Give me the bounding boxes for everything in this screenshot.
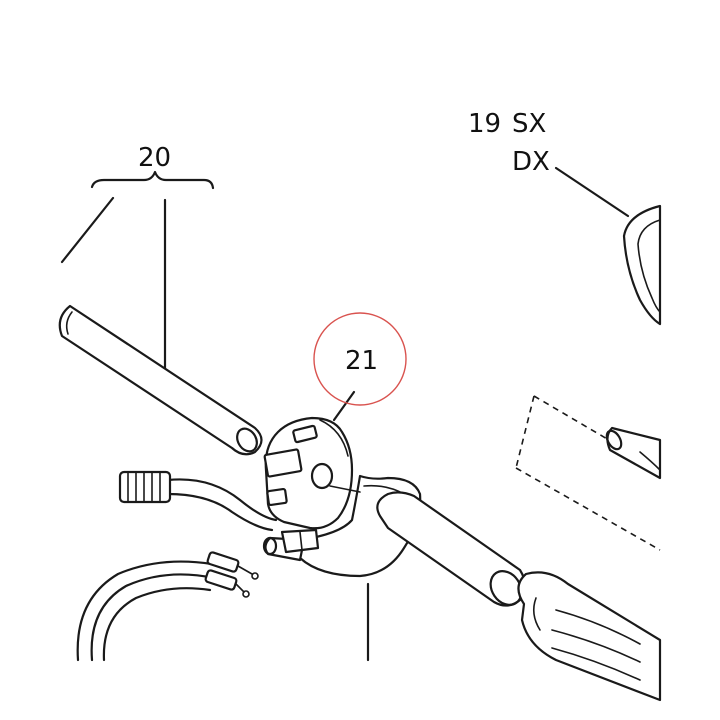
part-19-outline [554, 166, 662, 326]
throttle-detail-dashed-box [515, 395, 662, 551]
part-19-sx-label: SX [512, 109, 546, 139]
right-handlebar-grip [376, 491, 662, 702]
part-19-dx-label: DX [512, 147, 550, 177]
part-21-label: 21 [345, 346, 378, 376]
handlebar-tube-part-20 [58, 304, 263, 456]
part-19-number: 19 [468, 109, 501, 139]
control-cables [76, 551, 259, 662]
switch-housing-part-21 [263, 390, 361, 530]
wiring-harness [118, 470, 278, 532]
part-20-bracket [60, 170, 215, 370]
part-20-label: 20 [138, 143, 171, 173]
part-21-highlight-circle [313, 312, 407, 406]
